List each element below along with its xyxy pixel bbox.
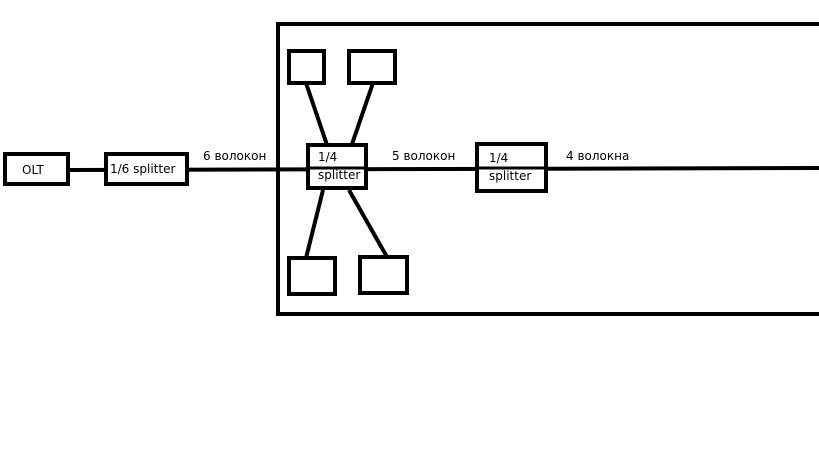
splitter-b-word: splitter bbox=[489, 169, 532, 183]
branch-line-top-left bbox=[304, 82, 329, 146]
fibers-4-label: 4 волокна bbox=[566, 149, 630, 163]
splitter-a-word: splitter bbox=[318, 168, 361, 182]
splitter-a-ratio: 1/4 bbox=[318, 150, 338, 164]
main-fiber-line bbox=[67, 166, 819, 172]
fibers-5-label: 5 волокон bbox=[392, 149, 456, 163]
olt-box bbox=[3, 152, 70, 186]
fibers-6-label: 6 волокон bbox=[203, 149, 267, 163]
branch-line-top-right bbox=[349, 82, 375, 148]
client-box-bottom-right bbox=[358, 255, 409, 295]
client-box-top-left bbox=[287, 49, 326, 85]
splitter-b-ratio: 1/4 bbox=[489, 151, 509, 165]
splitter-a-label: 1/4 splitter bbox=[318, 148, 360, 184]
branch-line-bottom-right bbox=[347, 189, 389, 258]
enclosure-frame bbox=[276, 22, 819, 316]
client-box-bottom-left bbox=[287, 256, 337, 296]
splitter-b-label: 1/4 splitter bbox=[489, 149, 531, 185]
branch-line-bottom-left bbox=[303, 189, 325, 263]
splitter-main-label: 1/6 splitter bbox=[110, 162, 176, 176]
olt-label: OLT bbox=[22, 163, 44, 177]
client-box-top-right bbox=[347, 49, 397, 85]
splitter-main-box bbox=[104, 152, 189, 186]
